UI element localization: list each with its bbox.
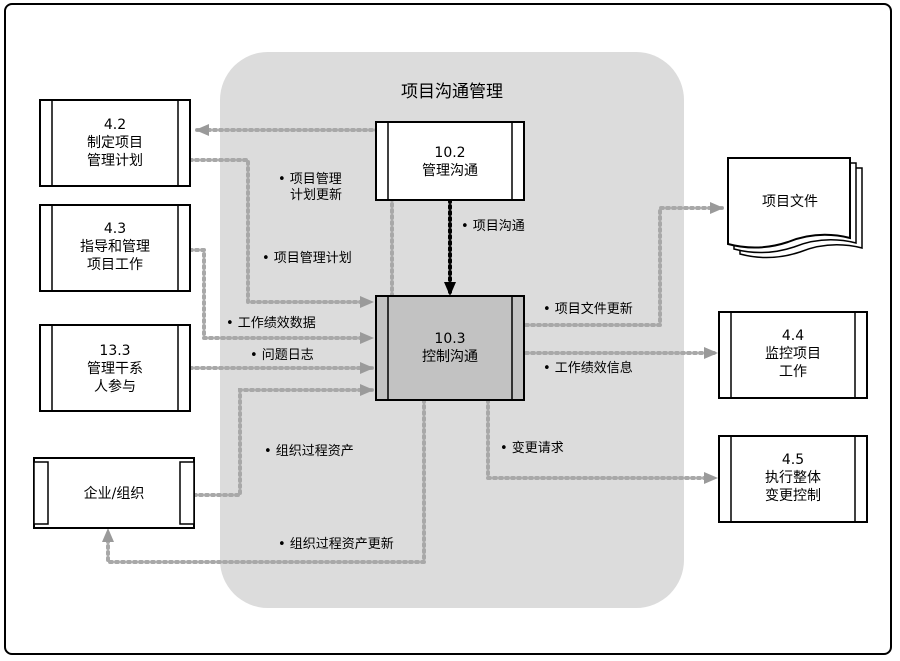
box-num: 10.3: [434, 331, 465, 347]
flow-label-opa-update: • 组织过程资产更新: [278, 536, 394, 552]
arrow-perf-data: [188, 248, 374, 344]
box-line1: 控制沟通: [422, 349, 478, 365]
box-line1: 制定项目: [87, 135, 143, 151]
box-line2: 人参与: [94, 378, 136, 395]
docs-label: 项目文件: [762, 194, 818, 210]
box-num: 4.5: [782, 452, 804, 468]
box-line1: 监控项目: [765, 346, 821, 362]
process-box-10-2[interactable]: 10.2 管理沟通: [375, 121, 525, 201]
box-line1: 执行整体: [765, 470, 821, 486]
process-box-10-3[interactable]: 10.3 控制沟通: [375, 295, 525, 401]
arrow-opa: [192, 384, 374, 497]
box-num: 10.2: [434, 145, 465, 161]
flow-label-issue-log: • 问题日志: [250, 348, 314, 363]
box-num: 4.4: [782, 328, 804, 344]
process-box-13-3[interactable]: 13.3 管理干系 人参与: [39, 324, 191, 412]
process-box-4-4[interactable]: 4.4 监控项目 工作: [718, 311, 868, 399]
box-line1: 管理干系: [87, 361, 143, 377]
flow-label-plan-update-2: 计划更新: [290, 187, 342, 203]
box-line2: 变更控制: [765, 488, 821, 504]
process-box-4-5[interactable]: 4.5 执行整体 变更控制: [718, 435, 868, 523]
flow-label-communications: • 项目沟通: [461, 219, 525, 234]
process-box-4-3[interactable]: 4.3 指导和管理 项目工作: [39, 204, 191, 292]
process-box-4-2[interactable]: 4.2 制定项目 管理计划: [39, 99, 191, 187]
flow-label-change-request: • 变更请求: [500, 440, 564, 456]
box-line1: 管理沟通: [422, 163, 478, 179]
flow-label-doc-update: • 项目文件更新: [543, 301, 633, 317]
flow-label-perf-info: • 工作绩效信息: [543, 360, 633, 376]
flow-label-perf-data: • 工作绩效数据: [226, 316, 316, 331]
box-num: 4.3: [104, 221, 126, 237]
box-line2: 工作: [779, 364, 807, 380]
arrow-change-request: [486, 398, 718, 484]
box-label: 企业/组织: [84, 485, 145, 502]
flow-label-plan-update-1: • 项目管理: [278, 172, 342, 187]
arrow-doc-update: [524, 202, 724, 327]
box-line2: 项目工作: [87, 257, 143, 273]
diagram-frame: [4, 3, 892, 655]
enterprise-organization-box[interactable]: 企业/组织: [33, 457, 195, 529]
flow-label-plan: • 项目管理计划: [262, 251, 352, 266]
arrow-plan: [188, 158, 374, 308]
box-num: 13.3: [99, 343, 130, 359]
box-line1: 指导和管理: [80, 239, 150, 255]
box-line2: 管理计划: [87, 153, 143, 169]
arrow-opa-update: [102, 398, 426, 564]
flow-label-opa: • 组织过程资产: [264, 444, 354, 459]
project-documents-stack[interactable]: 项目文件: [727, 157, 863, 259]
panel-title: 项目沟通管理: [401, 82, 503, 102]
box-num: 4.2: [104, 117, 126, 133]
